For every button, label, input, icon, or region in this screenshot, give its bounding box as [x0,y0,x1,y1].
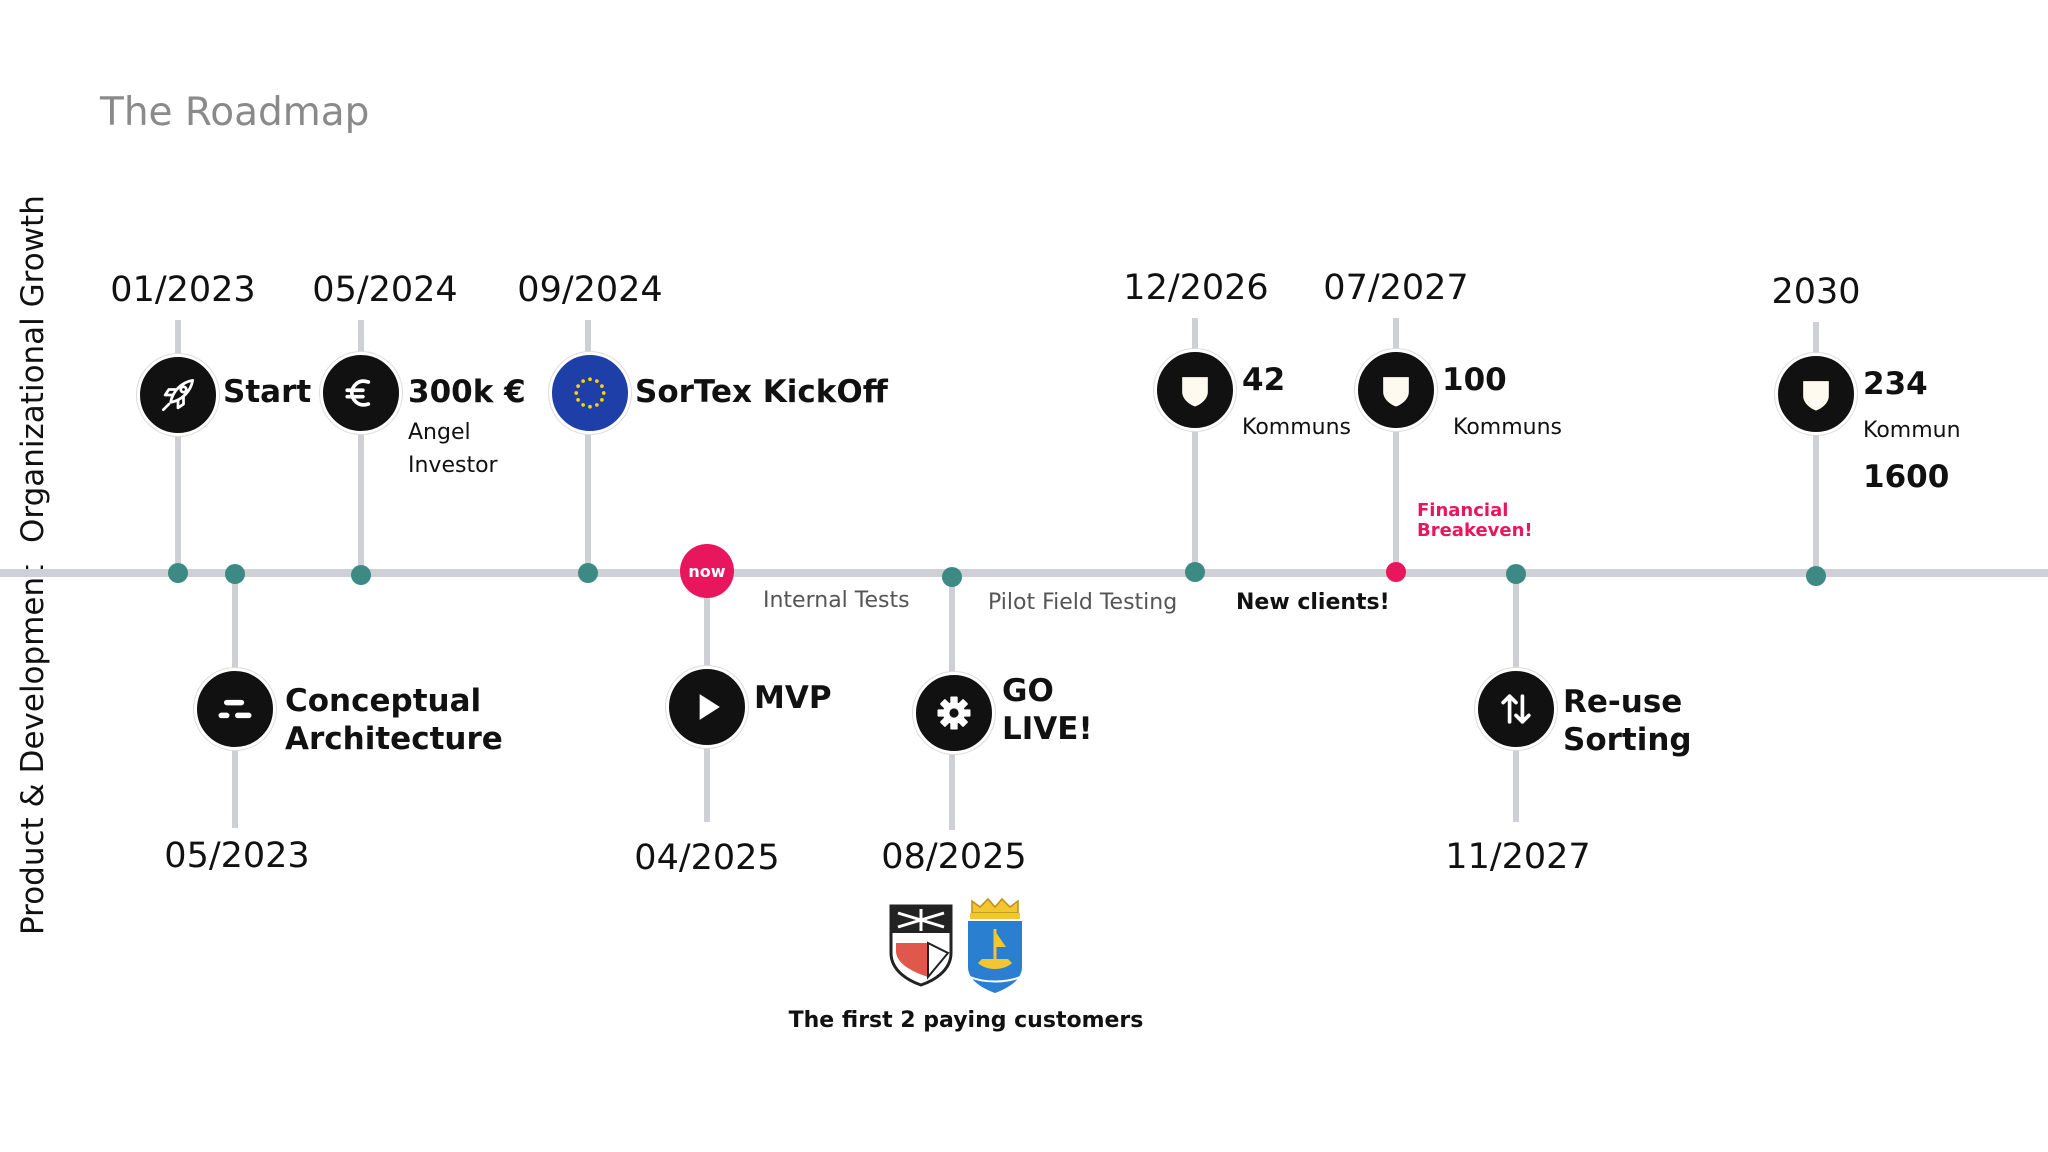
phase-pilot-field-testing: Pilot Field Testing [988,590,1178,615]
customer-coat-of-arms-2 [968,897,1022,993]
architecture-icon [194,668,276,750]
milestone-title-line2: Architecture [285,721,503,757]
date-label: 11/2027 [1445,837,1591,877]
timeline-dot [168,563,188,583]
milestone-title: 42 [1242,362,1286,398]
milestone-title-line2: LIVE! [1002,711,1093,747]
timeline-dot-breakeven [1386,562,1406,582]
breakeven-line2: Breakeven! [1417,520,1533,541]
milestone-title-line2: Sorting [1563,722,1692,758]
phase-new-clients: New clients! [1236,590,1390,615]
milestone-title: 100 [1442,362,1507,398]
date-label: 01/2023 [110,270,256,310]
milestone-title-line1: Re-use [1563,684,1683,720]
gear-icon [913,672,995,754]
date-label: 05/2023 [164,836,310,876]
shield-icon [1355,349,1437,431]
milestone-title: SorTex KickOff [635,374,888,410]
timeline-dot [225,564,245,584]
date-label: 05/2024 [312,270,458,310]
milestone-subtitle: Angel [408,420,471,445]
shield-icon [1775,353,1857,435]
play-icon [666,666,748,748]
now-badge: now [680,544,734,598]
breakeven-line1: Financial [1417,500,1509,521]
breakeven-label: Financial Breakeven! [1417,501,1533,541]
eu-flag-icon [549,352,631,434]
phase-internal-tests: Internal Tests [763,588,910,613]
milestone-extra: 1600 [1863,459,1950,495]
timeline-dot [1185,562,1205,582]
page-title: The Roadmap [100,90,370,135]
milestone-subtitle: Investor [408,453,498,478]
milestone-title: MVP [754,680,832,716]
milestone-title: 300k € [408,374,526,410]
rocket-icon [137,354,219,436]
customer-coat-of-arms-1 [889,904,953,987]
timeline-dot [578,563,598,583]
milestone-title: Conceptual Architecture [285,682,503,758]
timeline-dot [942,567,962,587]
milestone-subtitle: Kommuns [1453,415,1563,440]
milestone-title-line1: Conceptual [285,683,482,719]
milestone-title: Start [223,374,312,410]
milestone-title-line1: GO [1002,673,1054,709]
date-label: 2030 [1771,272,1861,312]
timeline-dot [1806,566,1826,586]
customers-caption: The first 2 paying customers [788,1008,1144,1033]
milestone-subtitle: Kommun [1863,418,1961,443]
swap-arrows-icon [1475,668,1557,750]
milestone-subtitle: Kommuns [1242,415,1352,440]
date-label: 12/2026 [1123,268,1269,308]
shield-icon [1154,349,1236,431]
date-label: 04/2025 [634,838,780,878]
date-label: 08/2025 [881,837,1027,877]
date-label: 09/2024 [517,270,663,310]
milestone-title: Re-use Sorting [1563,683,1692,759]
euro-icon [320,352,402,434]
date-label: 07/2027 [1323,268,1469,308]
timeline-dot [351,565,371,585]
milestone-title: 234 [1863,366,1928,402]
milestone-title: GO LIVE! [1002,672,1093,748]
timeline-dot [1506,564,1526,584]
